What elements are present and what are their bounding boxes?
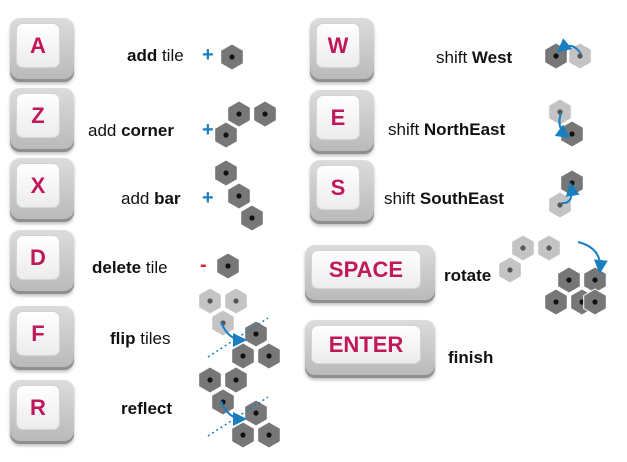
key-f[interactable]: F bbox=[10, 306, 74, 370]
hex-dot bbox=[566, 277, 572, 283]
hex-dot bbox=[592, 277, 598, 283]
plus-icon: + bbox=[202, 187, 214, 209]
hex-dot bbox=[569, 131, 575, 137]
shift-southeast-arrow-icon bbox=[561, 182, 580, 205]
key-x[interactable]: X bbox=[10, 158, 74, 222]
hex-dot bbox=[592, 299, 598, 305]
hex-dot bbox=[266, 353, 272, 359]
key-e[interactable]: E bbox=[310, 90, 374, 154]
hex-dot bbox=[557, 202, 563, 208]
label-add-tile: add tile bbox=[127, 46, 184, 65]
hex-dot bbox=[225, 263, 231, 269]
hex-dot bbox=[229, 54, 235, 60]
label-rotate: rotate bbox=[444, 266, 492, 285]
hex-dot bbox=[223, 170, 229, 176]
flip-arrow-icon bbox=[220, 321, 247, 347]
label-delete-tile: delete tile bbox=[92, 258, 168, 277]
key-space-label: SPACE bbox=[311, 250, 421, 289]
key-e-label: E bbox=[316, 95, 360, 140]
label-flip-tiles: flip tiles bbox=[110, 329, 171, 348]
key-f-label: F bbox=[16, 311, 60, 356]
key-s-label: S bbox=[316, 165, 360, 210]
key-s[interactable]: S bbox=[310, 160, 374, 224]
key-r[interactable]: R bbox=[10, 380, 74, 444]
label-finish: finish bbox=[448, 348, 494, 367]
key-enter-label: ENTER bbox=[311, 325, 421, 364]
key-x-label: X bbox=[16, 163, 60, 208]
hex-dot bbox=[223, 132, 229, 138]
label-shift-west: shift West bbox=[436, 48, 513, 67]
label-reflect: reflect bbox=[121, 399, 173, 418]
key-z[interactable]: Z bbox=[10, 88, 74, 152]
hex-dot bbox=[233, 377, 239, 383]
mirror-line bbox=[207, 396, 269, 437]
key-r-label: R bbox=[16, 385, 60, 430]
hex-dot bbox=[520, 245, 526, 251]
hex-dot bbox=[266, 432, 272, 438]
hex-dot bbox=[236, 111, 242, 117]
shift-west-arrow-icon bbox=[556, 38, 582, 55]
hex-dot bbox=[253, 410, 259, 416]
key-w[interactable]: W bbox=[310, 18, 374, 82]
hex-dot bbox=[207, 377, 213, 383]
hex-dot bbox=[236, 193, 242, 199]
key-a[interactable]: A bbox=[10, 18, 74, 82]
hex-dot bbox=[262, 111, 268, 117]
hex-dot bbox=[207, 298, 213, 304]
hex-dot bbox=[240, 432, 246, 438]
mirror-line bbox=[207, 317, 269, 358]
hex-dot bbox=[253, 331, 259, 337]
hex-dot bbox=[240, 353, 246, 359]
minus-icon: - bbox=[200, 254, 207, 276]
hex-dot bbox=[546, 245, 552, 251]
rotate-arrow-icon bbox=[577, 241, 608, 274]
label-add-bar: add bar bbox=[121, 189, 181, 208]
key-enter[interactable]: ENTER bbox=[305, 320, 435, 378]
key-space[interactable]: SPACE bbox=[305, 245, 435, 303]
label-add-corner: add corner bbox=[88, 121, 175, 140]
hex-dot bbox=[553, 53, 559, 59]
shift-northeast-arrow-icon bbox=[554, 112, 571, 139]
plus-icon: + bbox=[202, 44, 214, 66]
key-d[interactable]: D bbox=[10, 230, 74, 294]
key-w-label: W bbox=[316, 23, 360, 68]
hex-dot bbox=[569, 180, 575, 186]
key-a-label: A bbox=[16, 23, 60, 68]
hex-dot bbox=[577, 53, 583, 59]
hex-dot bbox=[233, 298, 239, 304]
key-z-label: Z bbox=[16, 93, 60, 138]
hex-dot bbox=[249, 215, 255, 221]
hex-dot bbox=[553, 299, 559, 305]
hex-dot bbox=[507, 267, 513, 273]
label-shift-southeast: shift SouthEast bbox=[384, 189, 504, 208]
label-shift-northeast: shift NorthEast bbox=[388, 120, 506, 139]
key-d-label: D bbox=[16, 235, 60, 280]
reflect-arrow-icon bbox=[220, 400, 247, 426]
plus-icon: + bbox=[202, 119, 214, 141]
